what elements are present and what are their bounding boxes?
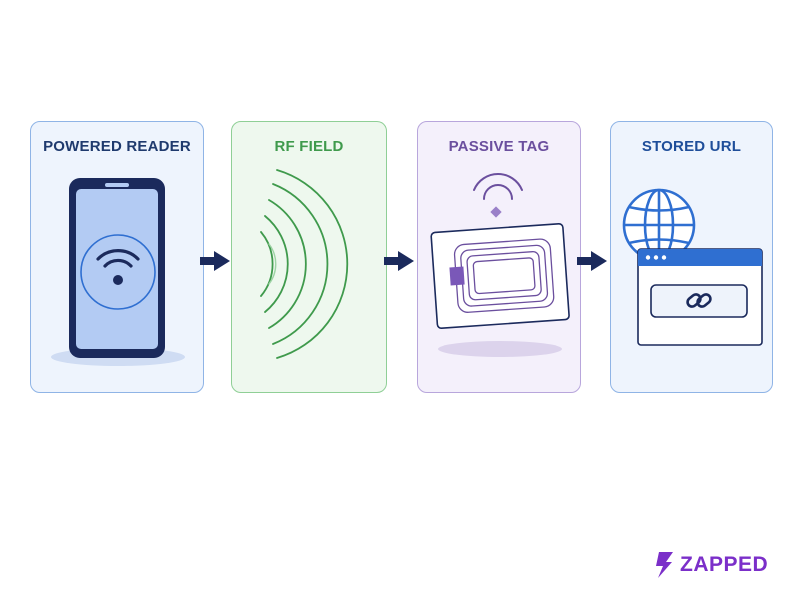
arrow-right-icon (200, 251, 230, 271)
brand-name: ZAPPED (680, 553, 769, 576)
brand-logo: ZAPPED (655, 550, 768, 580)
rf-waves-icon (260, 169, 349, 359)
stored-url-panel: STORED URL (610, 121, 773, 393)
wifi-icon (80, 234, 156, 310)
wifi-icon (473, 173, 523, 200)
panel-title-rf-field: RF FIELD (274, 138, 344, 155)
passive-tag-panel: PASSIVE TAG (417, 121, 581, 393)
bolt-icon (656, 552, 673, 578)
browser-window-icon (637, 248, 763, 346)
arrow-right-icon (384, 251, 414, 271)
panel-title-passive-tag: PASSIVE TAG (448, 138, 550, 155)
panel-title-powered-reader: POWERED READER (43, 138, 191, 155)
nfc-card-icon (430, 173, 570, 357)
rf-field-panel: RF FIELD (231, 121, 387, 393)
arrow-right-icon (577, 251, 607, 271)
link-icon (686, 293, 712, 308)
powered-reader-panel: POWERED READER (30, 121, 204, 393)
panel-title-stored-url: STORED URL (641, 138, 742, 155)
phone-icon (51, 178, 185, 366)
